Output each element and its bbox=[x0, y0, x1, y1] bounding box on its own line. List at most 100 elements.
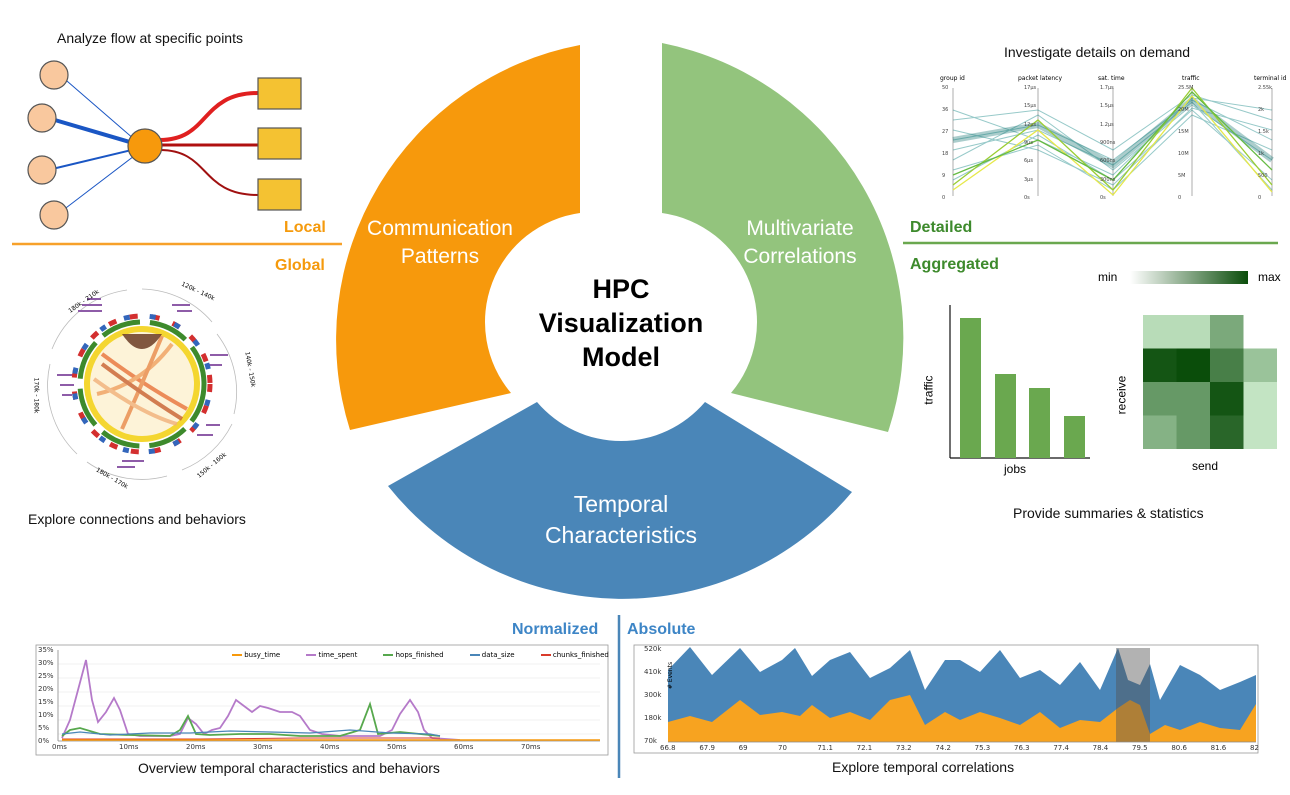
area-selection-brush[interactable] bbox=[1116, 648, 1150, 742]
axis-tick: 2.55k bbox=[1258, 85, 1273, 91]
heatmap-legend-max: max bbox=[1258, 270, 1281, 284]
heatmap-cell bbox=[1143, 415, 1177, 449]
x-tick: 81.6 bbox=[1210, 744, 1227, 752]
x-tick: 66.8 bbox=[660, 744, 676, 752]
axis-tick: 9 bbox=[942, 173, 946, 179]
x-tick: 70 bbox=[778, 744, 787, 752]
heatmap-xlabel: send bbox=[1192, 459, 1219, 473]
axis-tick: 0 bbox=[1258, 195, 1262, 201]
y-tick: 25% bbox=[38, 672, 54, 680]
area-chart-ylabel: # Events bbox=[667, 661, 675, 690]
axis-tick: 15µs bbox=[1024, 103, 1037, 110]
absolute-label: Absolute bbox=[627, 621, 696, 638]
heatmap-cell bbox=[1210, 415, 1244, 449]
axis-tick: 0 bbox=[942, 195, 946, 201]
bar bbox=[1064, 416, 1085, 458]
axis-tick: 300ns bbox=[1100, 176, 1116, 183]
axis-tick: 27 bbox=[942, 129, 949, 135]
local-label: Local bbox=[284, 219, 326, 236]
x-tick: 30ms bbox=[253, 743, 273, 751]
x-tick: 71.1 bbox=[817, 744, 833, 752]
x-tick: 74.2 bbox=[935, 744, 951, 752]
axis-tick: 3µs bbox=[1024, 176, 1033, 183]
axis-tick: 2k bbox=[1258, 107, 1265, 113]
axis-tick: 12µs bbox=[1024, 121, 1037, 128]
source-node bbox=[39, 60, 69, 90]
x-tick: 80.6 bbox=[1171, 744, 1187, 752]
details-caption: Investigate details on demand bbox=[1004, 44, 1191, 60]
chord-label: 170k - 180k bbox=[32, 377, 40, 414]
axis-tick: 900ns bbox=[1100, 140, 1116, 146]
axis-tick: 36 bbox=[942, 107, 949, 113]
y-tick: 5% bbox=[38, 724, 50, 732]
axis-tick: 10M bbox=[1178, 151, 1189, 157]
model-title: HPC Visualization Model bbox=[538, 274, 704, 372]
axis-tick: 0 bbox=[1178, 195, 1182, 201]
axis-tick: 5M bbox=[1178, 173, 1186, 179]
x-tick: 40ms bbox=[320, 743, 340, 751]
bar-chart-xlabel: jobs bbox=[1004, 462, 1027, 476]
x-tick: 72.1 bbox=[856, 744, 873, 752]
communication-segment-label: Communication Patterns bbox=[367, 217, 513, 268]
legend-item: time_spent bbox=[306, 651, 357, 659]
x-tick: 0ms bbox=[52, 743, 67, 751]
router-node bbox=[127, 128, 163, 164]
axis-tick: 1.5µs bbox=[1100, 103, 1114, 110]
y-tick: 35% bbox=[38, 646, 54, 654]
source-node bbox=[39, 200, 69, 230]
multivariate-segment-label: Multivariate Correlations bbox=[743, 217, 857, 268]
axis-tick: 1.5k bbox=[1258, 129, 1269, 135]
axis-tick: 18 bbox=[942, 151, 949, 157]
y-tick: 300k bbox=[644, 691, 662, 699]
heatmap bbox=[1143, 315, 1277, 449]
y-tick: 70k bbox=[644, 737, 657, 745]
heatmap-cell bbox=[1176, 348, 1210, 382]
axis-tick: 6µs bbox=[1024, 158, 1033, 165]
bar-chart bbox=[960, 318, 1085, 458]
flow-diagram bbox=[27, 60, 302, 230]
parallel-coordinates bbox=[952, 86, 1274, 196]
axis-tick: 20M bbox=[1178, 107, 1189, 113]
heatmap-cell bbox=[1210, 382, 1244, 416]
axis-tick: 9µs bbox=[1024, 140, 1033, 146]
axis-tick: 0s bbox=[1024, 195, 1030, 201]
communication-segment[interactable] bbox=[336, 45, 580, 430]
axis-tick: 25.5M bbox=[1178, 85, 1194, 91]
summaries-caption: Provide summaries & statistics bbox=[1013, 505, 1204, 521]
correlations-caption: Explore temporal correlations bbox=[832, 759, 1015, 775]
x-tick: 69 bbox=[738, 744, 748, 752]
axis-header: terminal id bbox=[1254, 75, 1287, 82]
y-tick: 15% bbox=[38, 698, 54, 706]
y-tick: 180k bbox=[644, 714, 662, 722]
temporal-segment-label: Temporal Characteristics bbox=[544, 491, 698, 548]
heatmap-cell bbox=[1143, 315, 1177, 349]
temporal-segment[interactable] bbox=[388, 402, 852, 599]
x-tick: 70ms bbox=[521, 743, 541, 751]
heatmap-legend-gradient bbox=[1130, 271, 1248, 284]
target-node bbox=[257, 77, 302, 110]
x-tick: 50ms bbox=[387, 743, 407, 751]
x-tick: 10ms bbox=[119, 743, 139, 751]
axis-header: packet latency bbox=[1018, 75, 1063, 82]
multivariate-segment[interactable] bbox=[662, 43, 904, 432]
source-node bbox=[27, 103, 57, 133]
heatmap-cell bbox=[1176, 382, 1210, 416]
axis-tick: 600ns bbox=[1100, 158, 1116, 165]
legend-item: chunks_finished bbox=[540, 651, 609, 659]
normalized-label: Normalized bbox=[512, 621, 599, 638]
area-chart bbox=[633, 644, 1259, 754]
chord-diagram bbox=[47, 288, 238, 480]
x-tick: 60ms bbox=[454, 743, 474, 751]
aggregated-label: Aggregated bbox=[910, 256, 999, 273]
axis-header: sat. time bbox=[1098, 75, 1125, 82]
flow-caption: Analyze flow at specific points bbox=[57, 30, 243, 46]
heatmap-cell bbox=[1210, 315, 1244, 349]
axis-tick: 1k bbox=[1258, 151, 1265, 157]
overview-caption: Overview temporal characteristics and be… bbox=[138, 760, 440, 776]
y-tick: 0% bbox=[38, 737, 50, 745]
axis-tick: 500 bbox=[1258, 173, 1268, 179]
heatmap-cell bbox=[1243, 415, 1277, 449]
line-chart-legend: busy_time time_spent hops_finished data_… bbox=[232, 651, 609, 659]
axis-tick: 17µs bbox=[1024, 85, 1037, 91]
